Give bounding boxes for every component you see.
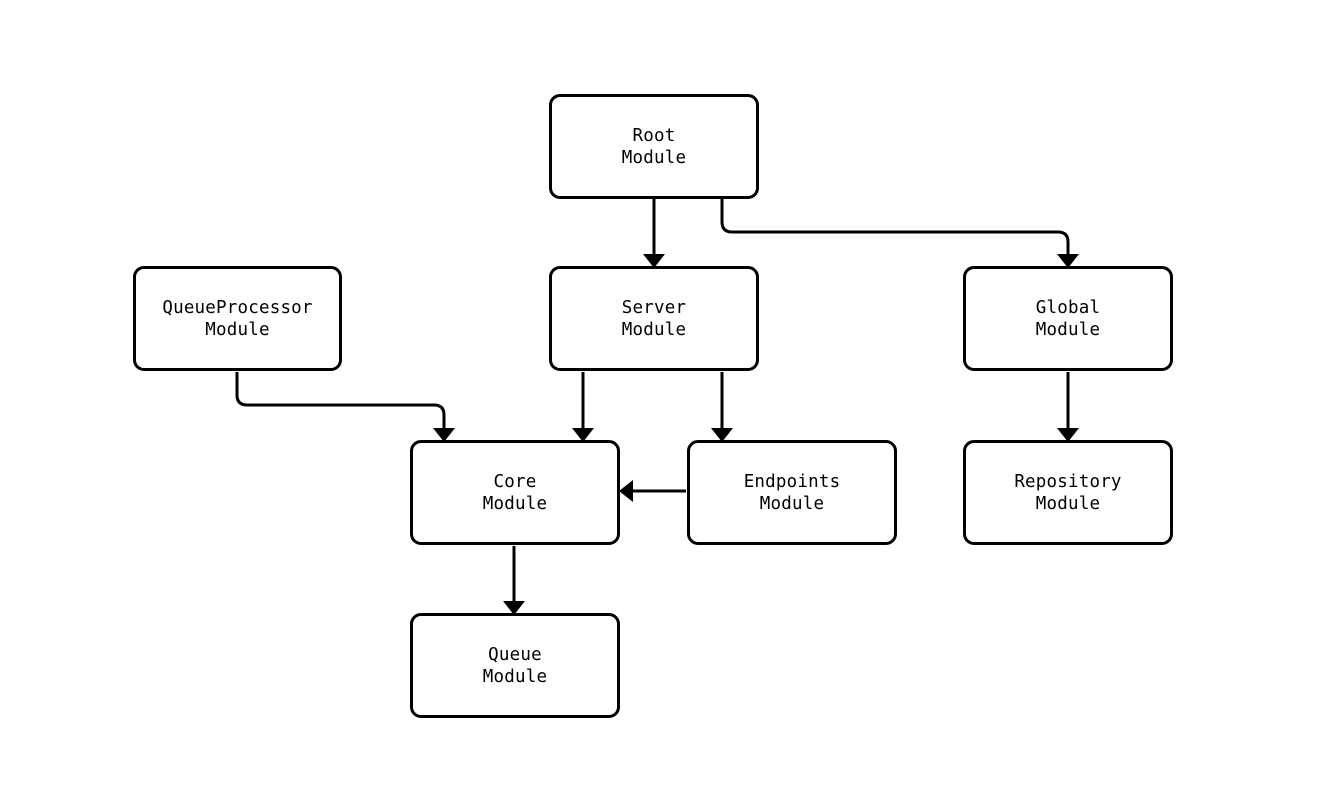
queue-module-node-label-line1: Queue — [488, 644, 542, 665]
core-module-node-label-line2: Module — [482, 493, 548, 514]
queueprocessor-module-node-label-line2: Module — [205, 319, 270, 340]
edge-root-to-global — [720, 199, 1070, 256]
global-module-node-label-line1: Global — [1035, 297, 1101, 318]
edge-queueprocessor-to-core — [235, 372, 446, 430]
server-module-node-label-line2: Module — [621, 319, 687, 340]
repository-module-node-label-line1: Repository — [1014, 471, 1122, 492]
root-module-node-label-line2: Module — [621, 147, 687, 168]
endpoints-module-node-label-line1: Endpoints — [743, 471, 841, 492]
endpoints-module-node-label-line2: Module — [759, 493, 825, 514]
queueprocessor-module-node-label-line1: QueueProcessor — [162, 297, 313, 318]
core-module-node-label-line1: Core — [493, 471, 537, 492]
global-module-node-label-line2: Module — [1035, 319, 1101, 340]
server-module-node-label-line1: Server — [621, 297, 687, 318]
queue-module-node-label-line2: Module — [482, 666, 548, 687]
edge-endpoints-to-core-arrowhead — [619, 480, 633, 502]
repository-module-node-label-line2: Module — [1035, 493, 1101, 514]
edge-paths — [235, 199, 1079, 615]
root-module-node-label-line1: Root — [632, 125, 676, 146]
